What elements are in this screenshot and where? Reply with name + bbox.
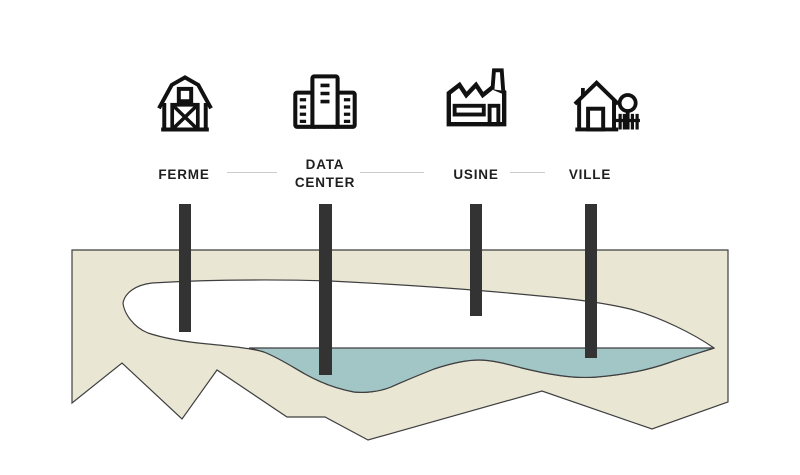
- label-connector-line: [360, 172, 424, 173]
- label-connector-line: [510, 172, 545, 173]
- house-icon: [573, 80, 640, 132]
- well-usine: [470, 204, 482, 316]
- well-ferme: [179, 204, 191, 332]
- label-usine: USINE: [453, 167, 499, 182]
- label-connector-line: [227, 172, 277, 173]
- label-data-center: DATA CENTER: [294, 157, 356, 190]
- water: [248, 347, 715, 393]
- label-ferme: FERME: [158, 167, 210, 182]
- well-ville: [585, 204, 597, 358]
- factory-icon: [446, 68, 507, 127]
- well-data-center: [319, 204, 332, 375]
- label-ville: VILLE: [568, 167, 612, 182]
- data-center-icon: [293, 74, 357, 129]
- barn-icon: [157, 75, 213, 132]
